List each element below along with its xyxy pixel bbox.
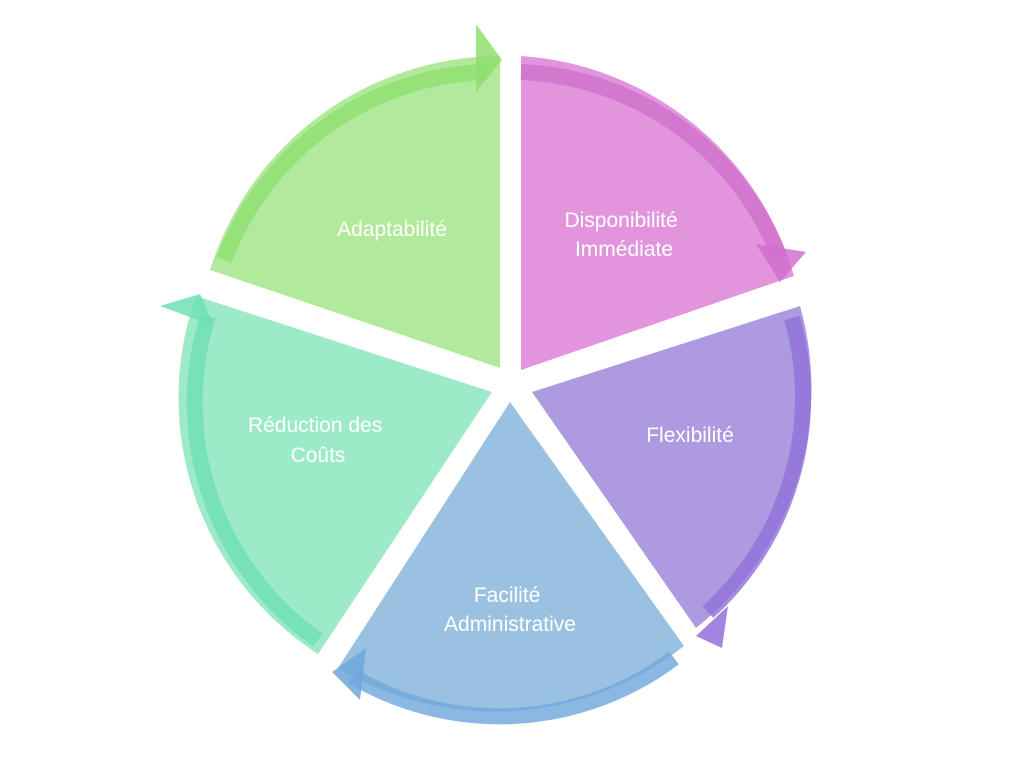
svg-text:Adaptabilité: Adaptabilité: [337, 218, 447, 241]
arrow-head-icon: [476, 24, 502, 92]
svg-text:Disponibilité Immédiate: Disponibilité Immédiate: [564, 209, 683, 261]
svg-text:Facilité Administrative: Facilité Administrative: [444, 584, 576, 636]
segment-facilite: Facilité Administrative: [332, 402, 684, 725]
segment-label-line1: Facilité: [474, 584, 541, 607]
segment-label-line2: Immédiate: [575, 238, 673, 261]
arrow-head-icon: [160, 294, 214, 326]
svg-text:Flexibilité: Flexibilité: [646, 424, 734, 447]
segment-reduction: Réduction des Coûts: [160, 294, 492, 654]
segment-wedge: [521, 56, 794, 370]
arrow-head-icon: [756, 244, 806, 282]
arrow-head-icon: [696, 606, 728, 648]
cycle-arrow-band: [186, 313, 323, 647]
cycle-arrow-band: [216, 64, 487, 263]
arrow-head-icon: [332, 648, 366, 700]
segment-flexibilite: Flexibilité: [532, 306, 812, 648]
segment-adaptabilite: Adaptabilité: [210, 24, 502, 368]
segment-label-line1: Disponibilité: [564, 209, 677, 232]
segment-label-line2: Coûts: [291, 444, 346, 467]
segment-wedge: [338, 402, 684, 712]
svg-text:Réduction des Coûts: Réduction des Coûts: [248, 414, 388, 467]
segment-label-line1: Flexibilité: [646, 424, 734, 447]
segment-label-line1: Adaptabilité: [337, 218, 447, 241]
segment-label-line1: Réduction des: [248, 414, 382, 437]
segment-disponibilite: Disponibilité Immédiate: [520, 56, 806, 370]
segment-wedge: [210, 56, 500, 368]
cycle-arrow-band: [347, 651, 679, 725]
segment-wedge: [532, 306, 812, 628]
cycle-arrow-band: [520, 64, 788, 261]
segment-wedge: [178, 296, 492, 654]
cycle-arrow-band: [702, 315, 812, 618]
segment-label-line2: Administrative: [444, 613, 576, 636]
